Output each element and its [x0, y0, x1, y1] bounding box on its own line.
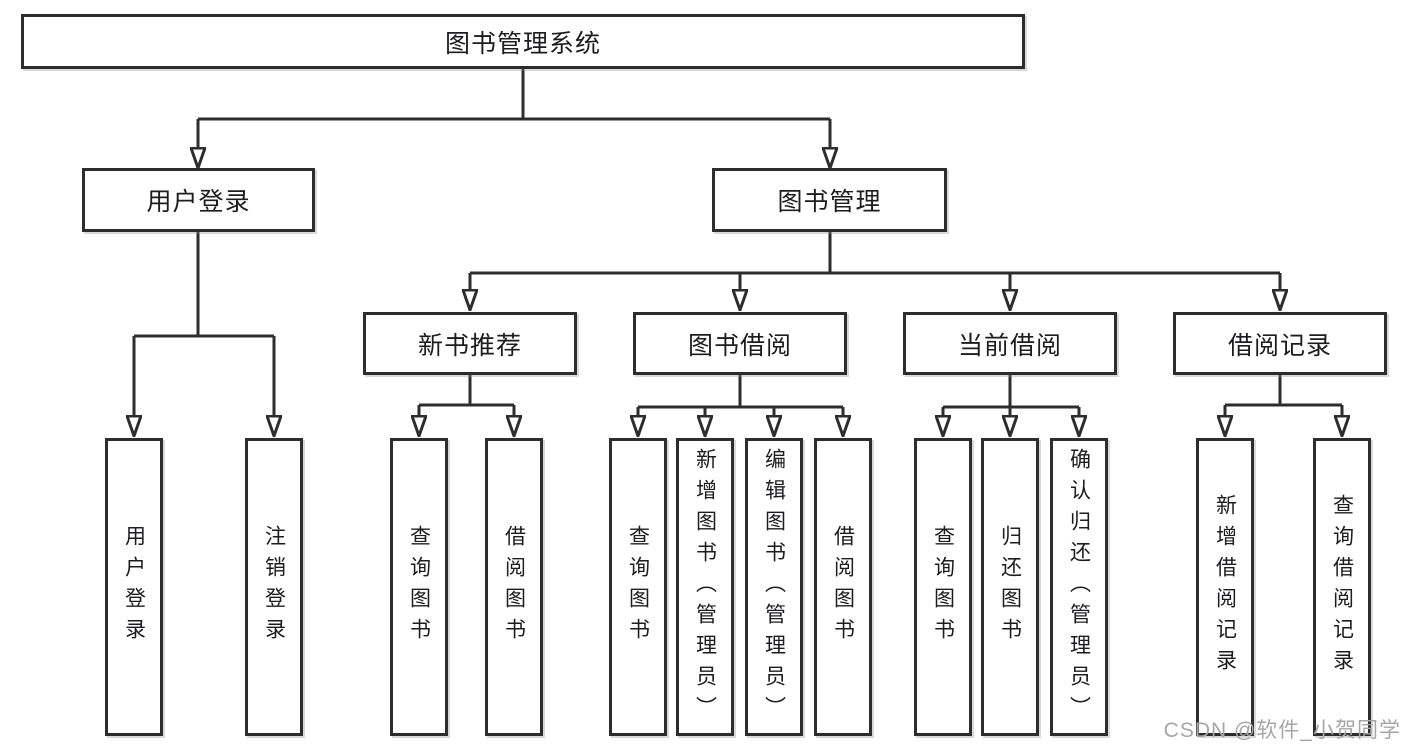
leaf-records-query-record-label: 查询借阅记录 — [1330, 494, 1354, 680]
node-book-borrowing-label: 图书借阅 — [687, 331, 792, 360]
leaf-current-return-books-label: 归还图书 — [998, 525, 1022, 649]
node-borrowing-records: 借阅记录 — [1173, 312, 1387, 375]
node-user-login: 用户登录 — [82, 168, 315, 232]
leaf-records-add-record-label: 新增借阅记录 — [1213, 494, 1237, 680]
leaf-current-confirm-return-admin: 确认归还（管理员） — [1050, 438, 1108, 736]
node-book-management-label: 图书管理 — [777, 188, 882, 216]
node-current-borrowing-label: 当前借阅 — [957, 331, 1062, 360]
leaf-records-query-record: 查询借阅记录 — [1313, 438, 1371, 736]
node-new-book-recommend: 新书推荐 — [363, 312, 577, 375]
leaf-newbooks-query-books-label: 查询图书 — [407, 525, 431, 649]
leaf-borrow-borrow-books-label: 借阅图书 — [831, 525, 855, 649]
node-book-borrowing: 图书借阅 — [633, 312, 847, 375]
leaf-borrow-borrow-books: 借阅图书 — [814, 438, 872, 736]
node-borrowing-records-label: 借阅记录 — [1227, 331, 1332, 360]
leaf-current-query-books: 查询图书 — [914, 438, 972, 736]
node-library-system-label: 图书管理系统 — [444, 29, 601, 58]
node-library-system: 图书管理系统 — [21, 14, 1025, 69]
leaf-borrow-edit-books-admin: 编辑图书（管理员） — [745, 438, 803, 736]
csdn-watermark: CSDN @软件_小贺同学 — [1163, 719, 1401, 742]
leaf-current-query-books-label: 查询图书 — [931, 525, 955, 649]
leaf-records-add-record: 新增借阅记录 — [1196, 438, 1254, 736]
node-current-borrowing: 当前借阅 — [903, 312, 1117, 375]
leaf-logout: 注销登录 — [245, 438, 303, 736]
node-user-login-label: 用户登录 — [146, 188, 251, 216]
leaf-borrow-query-books: 查询图书 — [609, 438, 667, 736]
leaf-current-return-books: 归还图书 — [981, 438, 1039, 736]
leaf-current-confirm-return-admin-label: 确认归还（管理员） — [1067, 447, 1091, 727]
leaf-borrow-add-books-admin-label: 新增图书（管理员） — [693, 447, 717, 727]
leaf-borrow-add-books-admin: 新增图书（管理员） — [676, 438, 734, 736]
leaf-user-login-label: 用户登录 — [122, 525, 146, 649]
leaf-newbooks-query-books: 查询图书 — [390, 438, 448, 736]
leaf-borrow-query-books-label: 查询图书 — [626, 525, 650, 649]
leaf-user-login: 用户登录 — [105, 438, 163, 736]
node-new-book-recommend-label: 新书推荐 — [417, 331, 522, 360]
leaf-borrow-edit-books-admin-label: 编辑图书（管理员） — [762, 447, 786, 727]
leaf-newbooks-borrow-books-label: 借阅图书 — [502, 525, 526, 649]
leaf-newbooks-borrow-books: 借阅图书 — [485, 438, 543, 736]
node-book-management: 图书管理 — [712, 168, 947, 232]
leaf-logout-label: 注销登录 — [262, 525, 286, 649]
